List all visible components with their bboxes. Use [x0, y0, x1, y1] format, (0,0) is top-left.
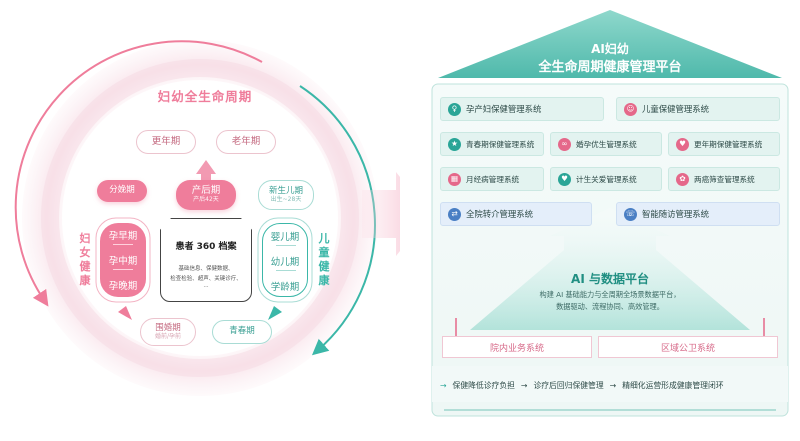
- stage-preconception: 围婚期 婚前/孕前: [140, 318, 196, 346]
- ai-platform-desc-2: 数据驱动、流程协同、高效管理。: [556, 302, 664, 311]
- hospital-business-system[interactable]: 院内业务系统: [442, 336, 592, 358]
- child-icon: ☺: [624, 102, 637, 116]
- up-arrow-icon: [196, 160, 216, 180]
- pink-cycle-arc: [14, 40, 263, 307]
- system-card-label: 两癌筛查管理系统: [694, 174, 755, 184]
- stage-school-age: 学龄期: [270, 282, 300, 293]
- ai-platform-shape: [470, 208, 750, 330]
- patient-360-desc-3: ...: [203, 283, 209, 289]
- heart-care-icon: ♥: [558, 172, 571, 186]
- calendar-icon: ▦: [448, 172, 461, 186]
- stage-postpartum-label: 产后期: [191, 184, 221, 196]
- stage-infancy: 婴儿期: [270, 232, 300, 243]
- system-card-label: 智能随访管理系统: [642, 209, 709, 219]
- stage-elderly: 老年期: [216, 130, 276, 154]
- system-card-marriage-eugenics[interactable]: ∞ 婚孕优生管理系统: [550, 132, 662, 156]
- pink-small-arrow-icon: [118, 306, 132, 320]
- transition-arrow-graphic: [362, 172, 400, 256]
- ribbon-icon: ✿: [676, 172, 689, 186]
- children-column-frame: [257, 217, 313, 303]
- stage-toddler: 幼儿期: [270, 257, 300, 268]
- ring-band: [41, 59, 359, 377]
- stage-first-trimester: 孕早期: [108, 231, 138, 242]
- ring-title: 妇幼全生命周期: [157, 89, 253, 104]
- roof-title-line2: 全生命周期健康管理平台: [538, 60, 682, 75]
- closed-loop-flow: → 保健降低诊疗负担 → 诊疗后回归保健管理 → 精细化运营形成健康管理闭环: [440, 378, 790, 392]
- patient-360-desc-2: 检查检验、超声、关键诊疗、: [170, 276, 242, 282]
- stage-second-trimester: 孕中期: [108, 256, 138, 267]
- system-card-label: 青春期保健管理系统: [466, 139, 535, 149]
- stage-postpartum-sub: 产后42天: [193, 196, 219, 204]
- platform-house: AI妇幼 全生命周期健康管理平台 ♀ 孕产妇保健管理系统 ☺ 儿童保健管理系统 …: [420, 0, 800, 441]
- life-cycle-panel: 妇幼全生命周期 更年期 老年期 分娩期 产后期 产后42天 新生儿期 出生~28…: [14, 40, 400, 396]
- patient-360-title: 患者 360 档案: [175, 242, 237, 252]
- runner-icon: ★: [448, 137, 461, 151]
- teal-small-arrow-icon: [268, 306, 282, 320]
- followup-icon: ☏: [624, 207, 637, 221]
- children-stage-stack: 婴儿期 幼儿期 学龄期: [262, 223, 308, 297]
- system-card-label: 计生关爱管理系统: [576, 174, 637, 184]
- system-card-referral[interactable]: ⇄ 全院转介管理系统: [440, 202, 592, 226]
- system-card-followup[interactable]: ☏ 智能随访管理系统: [616, 202, 780, 226]
- system-card-label: 婚孕优生管理系统: [576, 139, 637, 149]
- system-card-label: 全院转介管理系统: [466, 209, 533, 219]
- system-card-family-planning[interactable]: ♥ 计生关爱管理系统: [550, 167, 662, 191]
- stage-preconception-sub: 婚前/孕前: [154, 332, 182, 340]
- pregnant-icon: ♀: [448, 102, 461, 116]
- system-card-adolescent[interactable]: ★ 青春期保健管理系统: [440, 132, 544, 156]
- stage-adolescence: 青春期: [212, 320, 272, 344]
- stage-newborn-sub: 出生~28天: [270, 195, 302, 203]
- system-card-label: 孕产妇保健管理系统: [466, 104, 542, 114]
- flow-arrow-icon: →: [609, 380, 617, 390]
- system-card-label: 更年期保健管理系统: [694, 139, 763, 149]
- women-column-frame: [95, 217, 151, 303]
- stage-newborn: 新生儿期 出生~28天: [258, 180, 314, 210]
- stage-delivery: 分娩期: [97, 180, 147, 202]
- ai-platform-desc-1: 构建 AI 基础能力与全周期全场景数据平台，: [539, 290, 681, 299]
- flow-step-2: 诊疗后回归保健管理: [533, 380, 604, 390]
- system-card-menopause[interactable]: ♥ 更年期保健管理系统: [668, 132, 780, 156]
- system-card-label: 儿童保健管理系统: [642, 104, 709, 114]
- stage-third-trimester: 孕晚期: [108, 281, 138, 292]
- stage-postpartum: 产后期 产后42天: [176, 180, 236, 210]
- children-health-label: 儿童健康: [318, 232, 330, 287]
- rings-icon: ∞: [558, 137, 571, 151]
- system-card-menstrual[interactable]: ▦ 月经病管理系统: [440, 167, 544, 191]
- patient-360-desc-1: 基础信息、保健数据、: [178, 266, 234, 272]
- patient-360-card: 患者 360 档案 基础信息、保健数据、 检查检验、超声、关键诊疗、 ...: [160, 218, 252, 302]
- heart-hand-icon: ♥: [676, 137, 689, 151]
- system-card-cancer-screening[interactable]: ✿ 两癌筛查管理系统: [668, 167, 780, 191]
- stage-newborn-label: 新生儿期: [268, 185, 303, 196]
- stage-menopause: 更年期: [136, 130, 196, 154]
- system-card-maternal[interactable]: ♀ 孕产妇保健管理系统: [440, 97, 604, 121]
- flow-arrow-icon: →: [520, 380, 528, 390]
- system-card-label: 月经病管理系统: [466, 174, 520, 184]
- system-card-child-health[interactable]: ☺ 儿童保健管理系统: [616, 97, 780, 121]
- stage-preconception-label: 围婚期: [155, 322, 181, 333]
- regional-public-health-system[interactable]: 区域公卫系统: [598, 336, 778, 358]
- roof-title-line1: AI妇幼: [591, 42, 629, 56]
- women-health-label: 妇女健康: [79, 232, 91, 287]
- ai-platform-title: AI 与数据平台: [571, 272, 649, 286]
- flow-step-1: 保健降低诊疗负担: [452, 380, 515, 390]
- women-pregnancy-stack: 孕早期 孕中期 孕晚期: [100, 223, 146, 297]
- flow-start-arrow-icon: →: [440, 380, 447, 390]
- roof-shape: [438, 10, 782, 78]
- transfer-icon: ⇄: [448, 207, 461, 221]
- flow-strip: [432, 366, 788, 402]
- flow-step-3: 精细化运营形成健康管理闭环: [622, 380, 724, 390]
